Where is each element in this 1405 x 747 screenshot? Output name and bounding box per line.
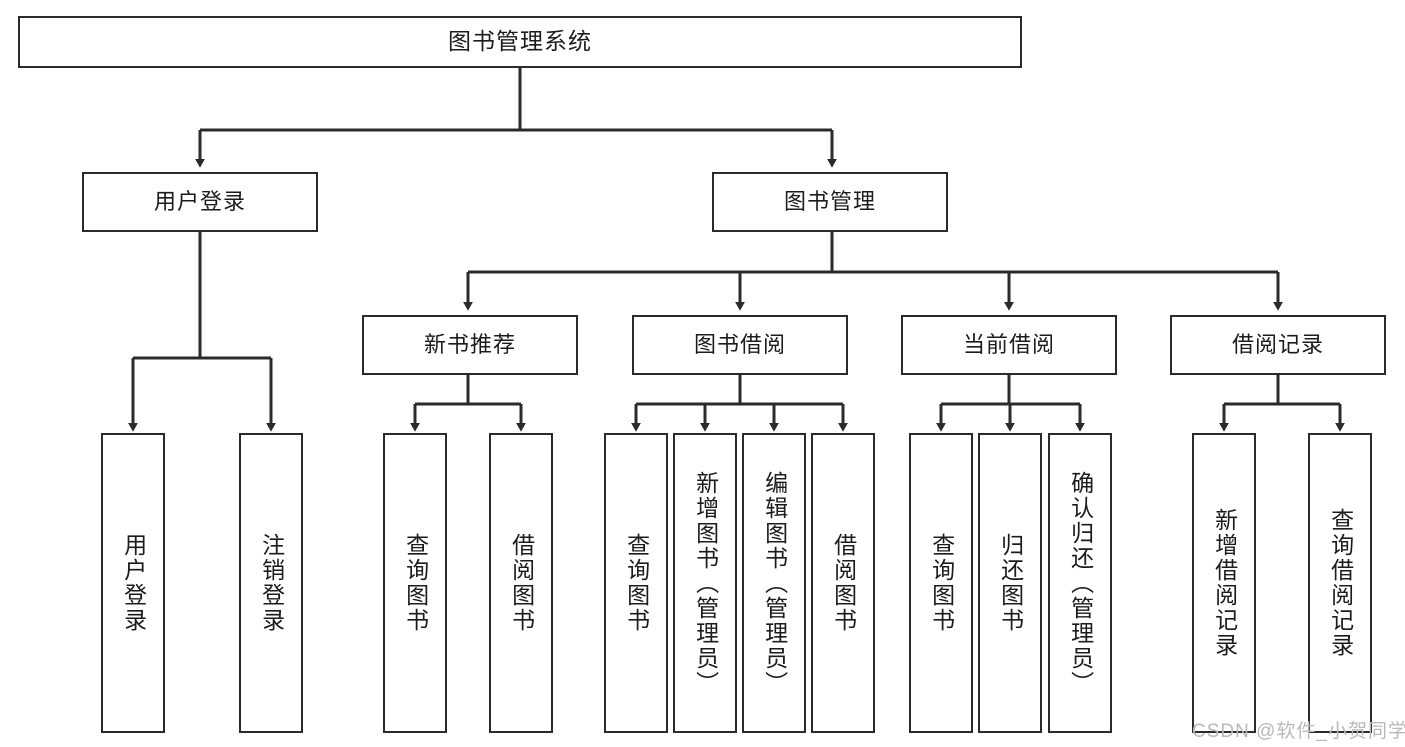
node-new-book-recommendation[interactable]: 新书推荐 (362, 315, 578, 375)
node-label: 查询借阅记录 (1327, 508, 1354, 658)
node-book-management[interactable]: 图书管理 (712, 172, 948, 232)
leaf-query-book-newbook[interactable]: 查询图书 (383, 433, 447, 733)
leaf-query-book-borrow[interactable]: 查询图书 (604, 433, 668, 733)
node-label: 借阅记录 (1231, 331, 1324, 357)
node-book-borrowing[interactable]: 图书借阅 (632, 315, 848, 375)
node-label: 查询图书 (928, 533, 955, 633)
leaf-add-borrow-record[interactable]: 新增借阅记录 (1192, 433, 1256, 733)
node-label: 查询图书 (402, 533, 429, 633)
node-label: 归还图书 (997, 533, 1024, 633)
node-label: 借阅图书 (830, 533, 857, 633)
leaf-query-book-current[interactable]: 查询图书 (909, 433, 973, 733)
node-label: 当前借阅 (962, 331, 1055, 357)
leaf-add-book-admin[interactable]: 新增图书（管理员） (673, 433, 737, 733)
csdn-watermark: CSDN @软件_小贺同学 (1192, 721, 1405, 742)
node-label: 用户登录 (120, 533, 147, 633)
leaf-return-book[interactable]: 归还图书 (978, 433, 1042, 733)
node-label: 编辑图书（管理员） (761, 470, 788, 696)
node-label: 图书管理 (783, 188, 876, 214)
node-label: 图书管理系统 (448, 28, 592, 55)
leaf-logout[interactable]: 注销登录 (239, 433, 303, 733)
node-label: 注销登录 (258, 533, 285, 633)
leaf-edit-book-admin[interactable]: 编辑图书（管理员） (742, 433, 806, 733)
node-label: 新书推荐 (423, 331, 516, 357)
node-label: 新增借阅记录 (1211, 508, 1238, 658)
node-label: 借阅图书 (508, 533, 535, 633)
leaf-borrow-book-newbook[interactable]: 借阅图书 (489, 433, 553, 733)
node-label: 图书借阅 (693, 331, 786, 357)
leaf-user-login[interactable]: 用户登录 (101, 433, 165, 733)
node-label: 查询图书 (623, 533, 650, 633)
node-root-book-management-system[interactable]: 图书管理系统 (18, 16, 1022, 68)
node-current-borrowing[interactable]: 当前借阅 (901, 315, 1117, 375)
node-label: 用户登录 (153, 188, 246, 214)
node-borrowing-records[interactable]: 借阅记录 (1170, 315, 1386, 375)
leaf-query-borrow-record[interactable]: 查询借阅记录 (1308, 433, 1372, 733)
leaf-confirm-return-admin[interactable]: 确认归还（管理员） (1048, 433, 1112, 733)
node-label: 确认归还（管理员） (1067, 470, 1094, 696)
node-label: 新增图书（管理员） (692, 470, 719, 696)
node-user-login[interactable]: 用户登录 (82, 172, 318, 232)
leaf-borrow-book[interactable]: 借阅图书 (811, 433, 875, 733)
